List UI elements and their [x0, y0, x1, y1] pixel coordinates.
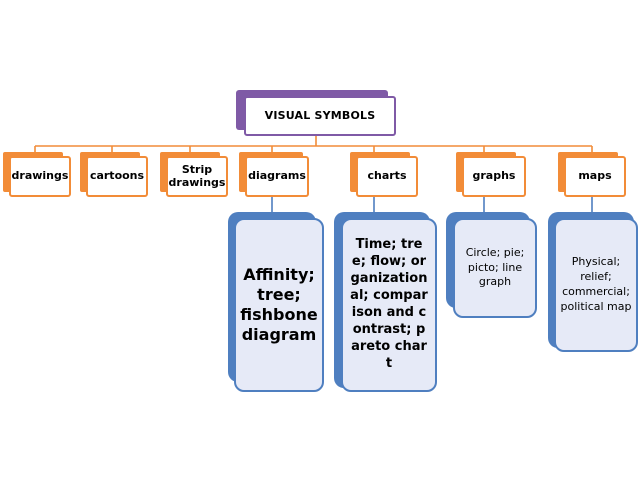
- category-label-strip-drawings: Strip drawings: [166, 156, 228, 197]
- category-label-graphs: graphs: [462, 156, 526, 197]
- detail-text-graphs: Circle; pie; picto; line graph: [453, 218, 537, 318]
- root-label: VISUAL SYMBOLS: [244, 96, 396, 136]
- detail-text-maps: Physical; relief; commercial; political …: [554, 218, 638, 352]
- category-label-cartoons: cartoons: [86, 156, 148, 197]
- detail-text-charts: Time; tree; flow; organizational; compar…: [341, 218, 437, 392]
- category-label-drawings: drawings: [9, 156, 71, 197]
- category-label-charts: charts: [356, 156, 418, 197]
- detail-text-diagrams: Affinity; tree; fishbone diagram: [234, 218, 324, 392]
- category-label-diagrams: diagrams: [245, 156, 309, 197]
- category-label-maps: maps: [564, 156, 626, 197]
